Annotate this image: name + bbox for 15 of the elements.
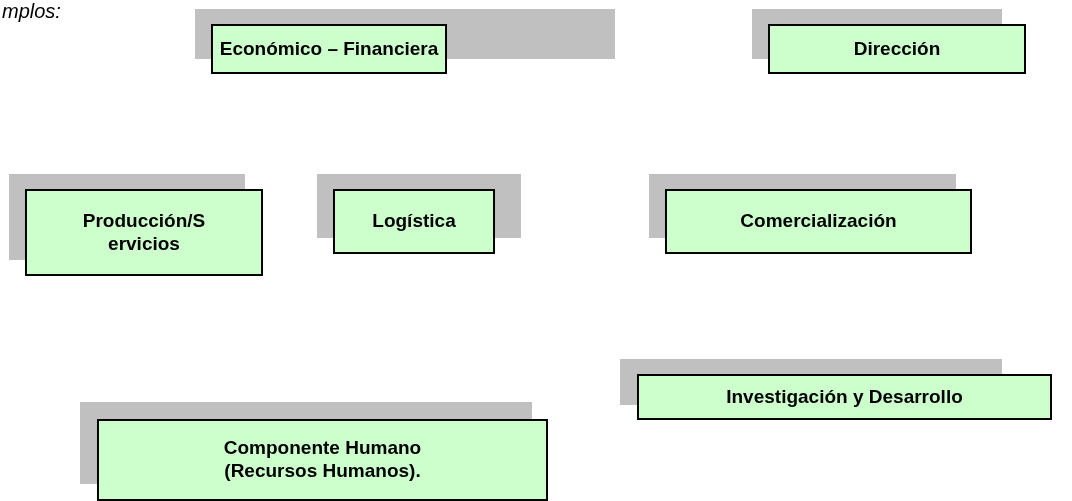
- area-box: [665, 189, 972, 254]
- box-label: Investigación y Desarrollo: [726, 385, 963, 409]
- note-text: mplos:: [2, 0, 61, 23]
- box-label: Económico – Financiera: [219, 37, 439, 61]
- box-label: Componente Humano (Recursos Humanos).: [222, 437, 423, 483]
- area-box: [211, 24, 447, 74]
- area-box: [25, 189, 263, 276]
- area-box: [333, 189, 495, 254]
- area-box: [768, 24, 1026, 74]
- box-label: Producción/Servicios: [81, 209, 207, 256]
- area-box: [97, 419, 548, 501]
- area-box: [637, 374, 1052, 420]
- box-label: Logística: [372, 210, 456, 233]
- box-label: Comercialización: [740, 210, 897, 233]
- box-label: Dirección: [853, 37, 941, 61]
